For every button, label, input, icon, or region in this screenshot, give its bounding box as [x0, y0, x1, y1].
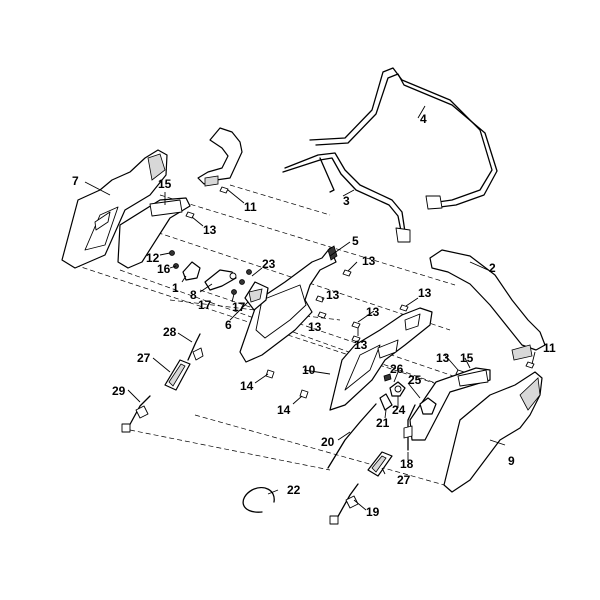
- callout-labels: 4 3 7 15 11 13 5 2 12 16 23 13 1 8 17 17…: [72, 112, 556, 519]
- callout-8: 8: [190, 288, 197, 302]
- callout-22: 22: [287, 483, 301, 497]
- adjuster-rod: [403, 404, 416, 451]
- lower-handle-bar: [282, 152, 411, 243]
- callout-13-g: 13: [354, 338, 368, 352]
- upper-handle-bar: [309, 67, 498, 210]
- control-cable: [327, 403, 377, 469]
- callout-13-d: 13: [418, 286, 432, 300]
- leader-lines: [84, 105, 536, 511]
- callout-28: 28: [163, 325, 177, 339]
- callout-16: 16: [157, 262, 171, 276]
- callout-26: 26: [390, 362, 404, 376]
- callout-11-right: 11: [543, 341, 556, 355]
- callout-25: 25: [408, 373, 422, 387]
- spring-ring: [242, 487, 275, 513]
- callout-27-right: 27: [397, 473, 411, 487]
- small-hardware-left: [169, 250, 252, 295]
- callout-5: 5: [352, 234, 359, 248]
- callout-6: 6: [225, 318, 232, 332]
- callout-11-left: 11: [244, 200, 257, 214]
- callout-18: 18: [400, 457, 414, 471]
- callout-12: 12: [146, 251, 160, 265]
- callout-27-left: 27: [137, 351, 151, 365]
- callout-14-b: 14: [277, 403, 291, 417]
- callout-21: 21: [376, 416, 390, 430]
- callout-17-a: 17: [198, 298, 212, 312]
- callout-1: 1: [172, 281, 179, 295]
- callout-23: 23: [262, 257, 276, 271]
- callout-17-b: 17: [232, 300, 246, 314]
- switch-block: [244, 281, 269, 311]
- callout-2: 2: [489, 261, 496, 275]
- handle-hook-left: [197, 127, 243, 187]
- center-console-cover: [239, 245, 338, 363]
- callout-24: 24: [392, 403, 406, 417]
- left-mount-bracket: [117, 197, 191, 269]
- callout-13-c: 13: [326, 288, 340, 302]
- callout-10: 10: [302, 363, 316, 377]
- right-outer-cover: [443, 371, 543, 493]
- callout-4: 4: [420, 112, 427, 126]
- cable-end-right: [329, 483, 359, 525]
- callout-9: 9: [508, 454, 515, 468]
- right-inner-cover: [329, 307, 433, 411]
- left-side-cover: [61, 149, 168, 269]
- callout-13-f: 13: [366, 305, 380, 319]
- callout-13-a: 13: [203, 223, 217, 237]
- cable-clip: [379, 393, 393, 411]
- callout-13-h: 13: [436, 351, 450, 365]
- callout-20: 20: [321, 435, 335, 449]
- callout-7: 7: [72, 174, 79, 188]
- brake-lever: [204, 269, 237, 291]
- callout-13-e: 13: [308, 320, 322, 334]
- callout-29: 29: [112, 384, 126, 398]
- callout-3: 3: [343, 194, 350, 208]
- cable-parts-left: [121, 333, 204, 433]
- callout-13-b: 13: [362, 254, 376, 268]
- lever-knob: [182, 261, 201, 281]
- callout-15-right: 15: [460, 351, 474, 365]
- right-mount-bracket: [409, 367, 491, 441]
- callout-19: 19: [366, 505, 380, 519]
- screws: [185, 186, 535, 399]
- cable-sleeve-right: [367, 451, 393, 477]
- right-handle-grip: [429, 249, 546, 361]
- callout-15-left: 15: [158, 177, 172, 191]
- cable-knob-cluster: [383, 373, 437, 415]
- callout-14-a: 14: [240, 379, 254, 393]
